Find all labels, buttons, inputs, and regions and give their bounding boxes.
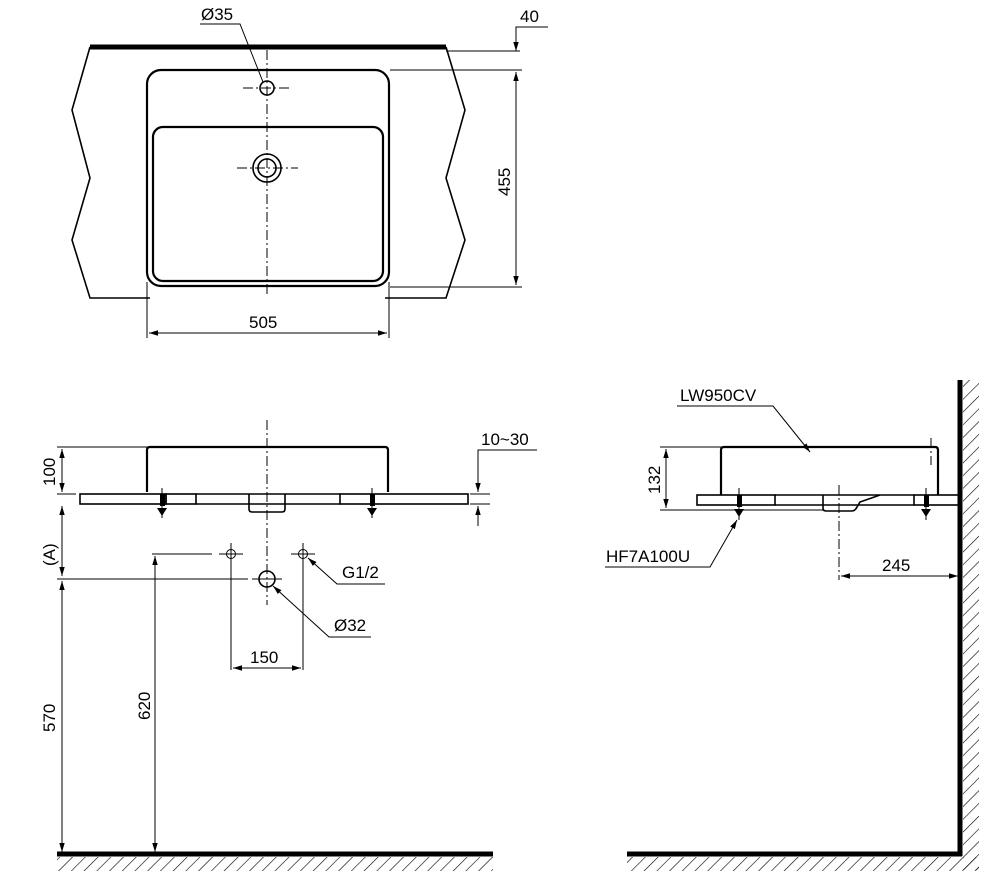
drain-label: Ø32 bbox=[334, 616, 366, 635]
bolt-left bbox=[157, 488, 167, 518]
supply-spacing-label: 150 bbox=[250, 648, 278, 667]
wall-hatch bbox=[963, 380, 979, 870]
floor-to-drain-label: 570 bbox=[40, 704, 59, 732]
counter-right-break bbox=[385, 46, 466, 299]
side-basin bbox=[719, 445, 940, 495]
bracket-leader bbox=[605, 519, 738, 568]
floor-hatch bbox=[57, 857, 493, 871]
counter-left bbox=[79, 493, 167, 505]
counter-left-inner bbox=[165, 493, 197, 505]
basin-outer bbox=[145, 68, 391, 288]
side-bolt-back bbox=[921, 488, 931, 520]
counter-thickness-leader bbox=[513, 26, 548, 51]
bolt-right bbox=[367, 488, 377, 518]
counter-thickness-label: 40 bbox=[520, 7, 539, 26]
supply-hole-left bbox=[219, 543, 243, 670]
counter-right bbox=[339, 493, 469, 505]
side-view: 132 LW950CV HF7A100U 245 bbox=[605, 380, 979, 871]
counter-range-label: 10~30 bbox=[481, 430, 529, 449]
width-label: 505 bbox=[249, 313, 277, 332]
basin-bowl bbox=[151, 125, 385, 283]
side-bolt-front bbox=[734, 488, 744, 520]
side-drain bbox=[822, 494, 881, 512]
front-view: 100 10~30 (A) G1/2 Ø32 bbox=[40, 420, 537, 871]
depth-label: 455 bbox=[495, 168, 514, 196]
supply-leader bbox=[307, 557, 385, 585]
basin-height-label: 100 bbox=[40, 458, 59, 486]
model-leader bbox=[677, 405, 811, 453]
side-counter-back bbox=[913, 494, 961, 506]
counter-range-leader bbox=[475, 449, 537, 492]
supply-label: G1/2 bbox=[342, 563, 379, 582]
side-height-label: 132 bbox=[645, 466, 664, 494]
floor-to-supply-label: 620 bbox=[135, 692, 154, 720]
side-counter-front bbox=[696, 494, 776, 506]
a-label: (A) bbox=[40, 543, 59, 566]
counter-left-break bbox=[71, 46, 150, 299]
side-floor-hatch bbox=[627, 857, 979, 871]
top-view: Ø35 40 455 505 bbox=[71, 5, 548, 338]
wall-to-drain-label: 245 bbox=[882, 556, 910, 575]
model-callout: LW950CV bbox=[680, 386, 757, 405]
supply-hole-right bbox=[291, 543, 315, 670]
faucet-leader bbox=[200, 23, 264, 83]
bracket-callout: HF7A100U bbox=[606, 547, 690, 566]
drain-leader bbox=[272, 585, 371, 638]
faucet-hole-label: Ø35 bbox=[201, 5, 233, 24]
